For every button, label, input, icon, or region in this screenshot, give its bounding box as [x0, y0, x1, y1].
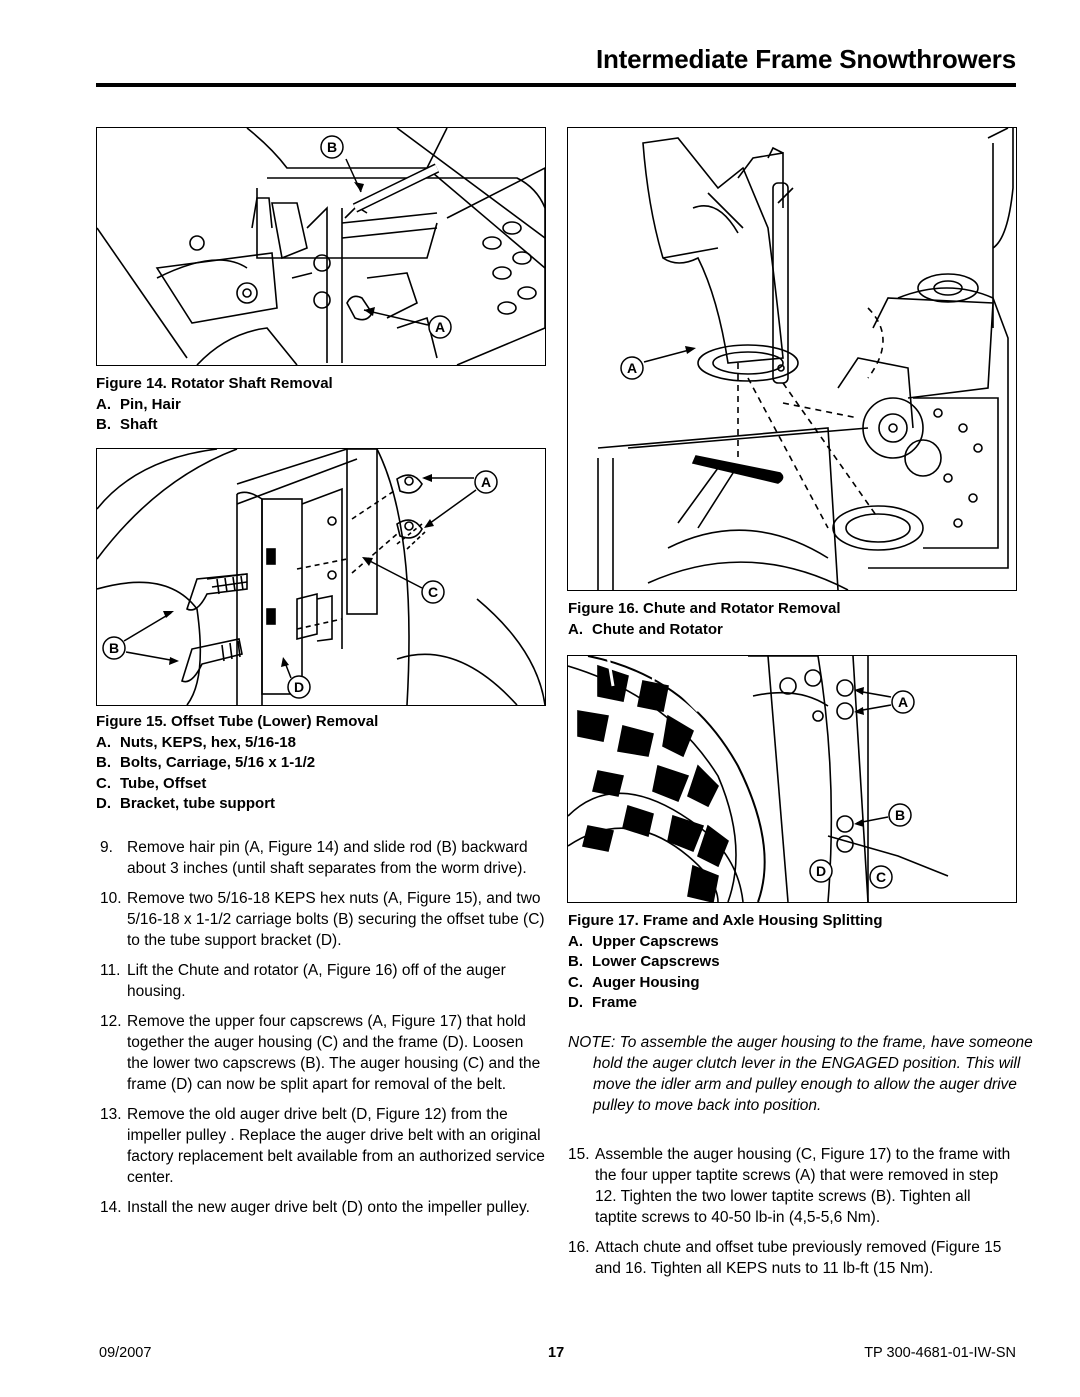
callout-d: D [816, 863, 826, 879]
figure-15-caption: Figure 15. Offset Tube (Lower) Removal A… [96, 712, 378, 815]
footer-date: 09/2007 [99, 1345, 152, 1361]
callout-b: B [895, 807, 905, 823]
caption-item: A.Chute and Rotator [568, 620, 723, 638]
figure-14-illustration [96, 127, 546, 366]
caption-item: D.Bracket, tube support [96, 795, 276, 812]
caption-item: A.Nuts, KEPS, hex, 5/16-18 [96, 733, 296, 751]
callout-a: A [481, 474, 491, 490]
caption-item: B.Lower Capscrews [568, 953, 720, 970]
step-item: 15.Assemble the auger housing (C, Figure… [568, 1146, 1011, 1226]
steps-left: 9.Remove hair pin (A, Figure 14) and sli… [100, 837, 545, 1227]
figure-14-caption: Figure 14. Rotator Shaft Removal A.Pin, … [96, 374, 333, 436]
page-title: Intermediate Frame Snowthrowers [595, 44, 1016, 74]
figure-17-title: Figure 17. Frame and Axle Housing Splitt… [568, 912, 883, 929]
figure-15-title: Figure 15. Offset Tube (Lower) Removal [96, 713, 379, 730]
figure-15-callouts: A C B D [102, 470, 498, 699]
caption-item: B.Bolts, Carriage, 5/16 x 1-1/2 [96, 754, 316, 771]
step-item: 13.Remove the old auger drive belt (D, F… [100, 1106, 545, 1186]
callout-a: A [898, 694, 908, 710]
figure-16-title: Figure 16. Chute and Rotator Removal [568, 600, 841, 617]
figure-16-callouts: A [620, 346, 696, 380]
callout-d: D [294, 679, 304, 695]
figure-16-illustration [567, 127, 1017, 591]
figure-17-caption: Figure 17. Frame and Axle Housing Splitt… [568, 911, 883, 1014]
step-item: 16.Attach chute and offset tube previous… [568, 1239, 1002, 1277]
callout-a: A [627, 360, 637, 376]
caption-item: A.Upper Capscrews [568, 932, 719, 950]
caption-item: C.Auger Housing [568, 973, 700, 991]
caption-item: C.Tube, Offset [96, 774, 207, 792]
steps-right: 15.Assemble the auger housing (C, Figure… [568, 1144, 1016, 1288]
step-item: 14.Install the new auger drive belt (D) … [100, 1199, 530, 1216]
step-item: 10.Remove two 5/16-18 KEPS hex nuts (A, … [100, 890, 545, 949]
callout-b: B [327, 139, 337, 155]
document-number: TP 300-4681-01-IW-SN [864, 1345, 1016, 1361]
callout-a: A [435, 319, 445, 335]
step-item: 11.Lift the Chute and rotator (A, Figure… [100, 962, 506, 1000]
figure-14-title: Figure 14. Rotator Shaft Removal [96, 375, 333, 392]
figure-17-callouts: A B D C [809, 687, 915, 889]
callout-c: C [876, 869, 886, 885]
step-item: 12.Remove the upper four capscrews (A, F… [100, 1013, 541, 1093]
callout-c: C [428, 584, 438, 600]
step-item: 9.Remove hair pin (A, Figure 14) and sli… [100, 839, 528, 877]
caption-item: B.Shaft [96, 416, 158, 433]
assembly-note: NOTE: To assemble the auger housing to t… [568, 1034, 1033, 1114]
page-number: 17 [548, 1345, 565, 1361]
figure-16-caption: Figure 16. Chute and Rotator Removal A.C… [568, 599, 841, 640]
callout-b: B [109, 640, 119, 656]
header-rule [96, 83, 1016, 87]
caption-item: A.Pin, Hair [96, 395, 181, 413]
figure-17-illustration [567, 655, 1017, 903]
figure-14-callouts: B A [320, 135, 452, 339]
caption-item: D.Frame [568, 994, 638, 1011]
